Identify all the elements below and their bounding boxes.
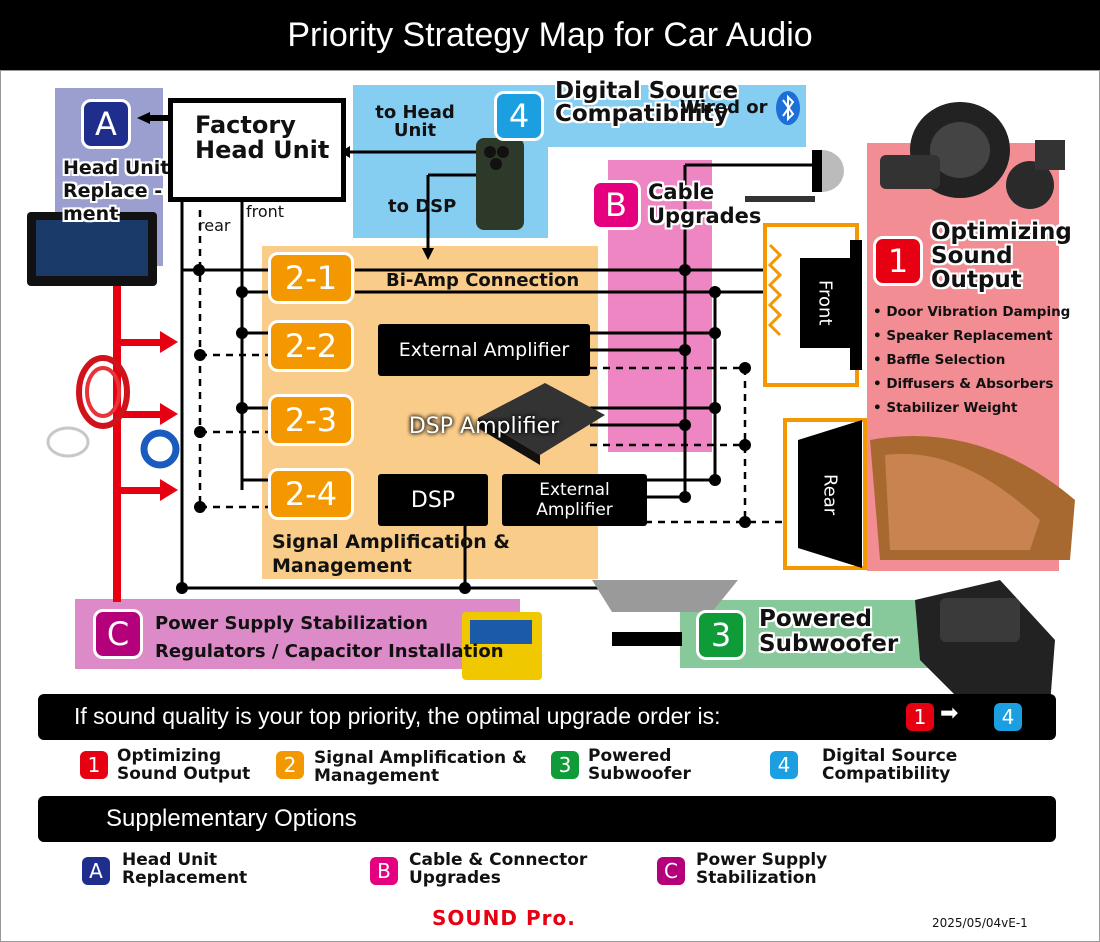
page-title: Priority Strategy Map for Car Audio <box>0 0 1100 70</box>
legend-badge-2: 2 <box>276 751 304 779</box>
rear-label: rear <box>198 216 231 235</box>
legend-label-3: Powered Subwoofer <box>588 746 691 784</box>
dsp-amplifier-device-icon <box>478 383 605 465</box>
dsp-box: DSP <box>378 474 488 526</box>
tweeter-icon <box>812 150 822 192</box>
cable-upgrades-label: Cable Upgrades <box>648 180 762 228</box>
powered-subwoofer-label: Powered Subwoofer <box>759 606 899 657</box>
rear-speaker-label: Rear <box>819 474 841 516</box>
pill-2-2: 2-2 <box>268 320 354 372</box>
subwoofer-box-icon <box>915 580 1055 705</box>
pill-2-4: 2-4 <box>268 468 354 520</box>
power-supply-line1: Power Supply Stabilization <box>155 613 428 634</box>
bullet-item: • Speaker Replacement <box>873 328 1053 344</box>
arrow-to-replacement-icon <box>137 112 150 124</box>
signal-lines <box>180 150 820 590</box>
factory-head-unit-box: Factory Head Unit <box>168 98 346 202</box>
dsp-amplifier-box: DSP Amplifier <box>408 413 560 439</box>
supp-label-a: Head Unit Replacement <box>122 850 248 888</box>
factory-head-unit-label: Factory Head Unit <box>195 111 330 164</box>
bullet-item: • Baffle Selection <box>873 352 1006 368</box>
head-unit-screen-icon <box>27 212 157 286</box>
to-dsp-label: to DSP <box>388 196 457 217</box>
component-speaker-icon <box>880 102 1065 209</box>
head-unit-replacement-label: Head Unit Replace -ment <box>63 157 170 225</box>
arrow-to-dsp-icon <box>422 248 434 260</box>
supp-badge-b: B <box>370 857 398 885</box>
smartphone-icon <box>476 138 524 230</box>
power-cable <box>113 262 178 602</box>
power-supply-line2: Regulators / Capacitor Installation <box>155 641 504 662</box>
supplementary-banner: Supplementary Options <box>38 796 1056 842</box>
pill-2-1: 2-1 <box>268 252 354 304</box>
legend-label-4: Digital Source Compatibility <box>822 746 958 784</box>
bullet-item: • Diffusers & Absorbers <box>873 376 1054 392</box>
badge-4: 4 <box>494 91 544 141</box>
badge-c: C <box>93 609 143 659</box>
cable-icon <box>745 196 815 202</box>
priority-banner: If sound quality is your top priority, t… <box>38 694 1056 740</box>
badge-3: 3 <box>696 610 746 660</box>
sound-output-bullets: • Door Vibration Damping • Speaker Repla… <box>873 300 1070 420</box>
supp-badge-c: C <box>657 857 685 885</box>
arrow-right-icon: ➡ <box>940 700 959 725</box>
badge-a: A <box>81 99 131 149</box>
zone-digital-source-top <box>548 85 806 147</box>
front-speaker-icon <box>763 223 862 387</box>
legend-label-1: Optimizing Sound Output <box>117 746 251 784</box>
rear-speaker-icon <box>783 418 867 570</box>
supp-badge-a: A <box>82 857 110 885</box>
to-head-unit-label: to Head Unit <box>375 102 455 141</box>
subwoofer-duct-icon <box>592 580 738 612</box>
front-speaker-label: Front <box>814 280 836 326</box>
battery-icon <box>462 612 542 680</box>
badge-b: B <box>591 180 641 230</box>
priority-from-badge: 1 <box>906 703 934 731</box>
signal-amplification-label: Signal Amplification & Management <box>272 531 510 577</box>
bluetooth-icon <box>776 91 800 125</box>
version-label: 2025/05/04vE-1 <box>932 916 1028 930</box>
pill-2-3: 2-3 <box>268 394 354 446</box>
legend-badge-3: 3 <box>551 751 579 779</box>
priority-text: If sound quality is your top priority, t… <box>74 703 721 729</box>
wired-or-label: Wired or <box>680 97 768 118</box>
zone-power-supply <box>75 599 520 669</box>
car-door-icon <box>870 436 1075 560</box>
cable-coil-icon <box>46 355 180 469</box>
legend-badge-4: 4 <box>770 751 798 779</box>
bi-amp-label: Bi-Amp Connection <box>386 270 580 291</box>
external-amplifier-box: External Amplifier <box>378 324 590 376</box>
brand-logo: SOUND Pro. <box>432 906 576 930</box>
digital-source-label: Digital Source Compatibility <box>555 78 739 127</box>
supplementary-title: Supplementary Options <box>106 805 357 832</box>
bullet-item: • Door Vibration Damping <box>873 304 1071 320</box>
legend-badge-1: 1 <box>80 751 108 779</box>
supp-label-c: Power Supply Stabilization <box>696 850 828 888</box>
bullet-item: • Stabilizer Weight <box>873 400 1018 416</box>
priority-to-badge: 4 <box>994 703 1022 731</box>
badge-1: 1 <box>873 236 923 286</box>
front-label: front <box>246 202 285 221</box>
external-amplifier-box-2: External Amplifier <box>502 474 647 526</box>
junction-dots <box>176 264 751 594</box>
sound-output-label: Optimizing Sound Output <box>931 219 1072 293</box>
legend-label-2: Signal Amplification & Management <box>314 748 527 786</box>
supp-label-b: Cable & Connector Upgrades <box>409 850 588 888</box>
